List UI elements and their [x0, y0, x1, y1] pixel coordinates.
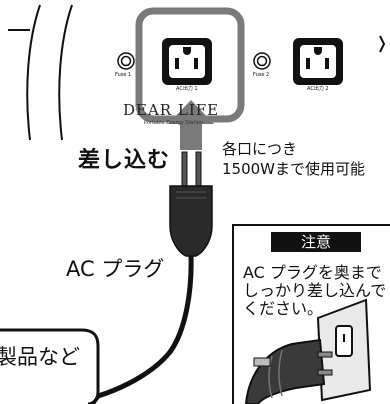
caution-text-line-3: ください。 [243, 299, 324, 318]
caution-text-line-2: しっかり差し込んで [243, 281, 387, 300]
brand-tagline: Portable Energy Station [144, 120, 204, 126]
insert-instruction-label: 差し込む [78, 148, 171, 173]
ac-outlet-1-icon [162, 38, 212, 85]
plug-insert-illustration [244, 338, 333, 404]
panel-edge-mark [379, 35, 386, 53]
fuse-2-label: Fuse 2 [253, 72, 270, 78]
fuse-2-icon [253, 52, 271, 70]
capacity-note-line-1: 各口につき [222, 140, 298, 158]
ac-plug-label: AC プラグ [66, 257, 165, 281]
device-body-edge [8, 4, 73, 141]
device-label-box [0, 328, 100, 404]
socket-plate-icon [316, 298, 372, 402]
ac-outlet-2-icon [293, 38, 343, 85]
ac-plug-icon [169, 151, 213, 257]
fuse-1-icon [117, 52, 135, 70]
device-label: 製品など [0, 345, 80, 369]
fuse-1-label: Fuse 1 [115, 72, 132, 78]
brand-logo: DEAR LIFE [123, 101, 220, 119]
ac-outlet-2-label: AC出力 2 [307, 86, 329, 92]
caution-text-line-1: AC プラグを奥まで [243, 263, 382, 282]
power-cable [90, 255, 194, 404]
capacity-note-line-2: 1500Wまで使用可能 [222, 160, 366, 178]
caution-title: 注意 [271, 232, 361, 252]
ac-outlet-1-label: AC出力 1 [176, 86, 198, 92]
insert-arrow-icon [168, 100, 214, 150]
